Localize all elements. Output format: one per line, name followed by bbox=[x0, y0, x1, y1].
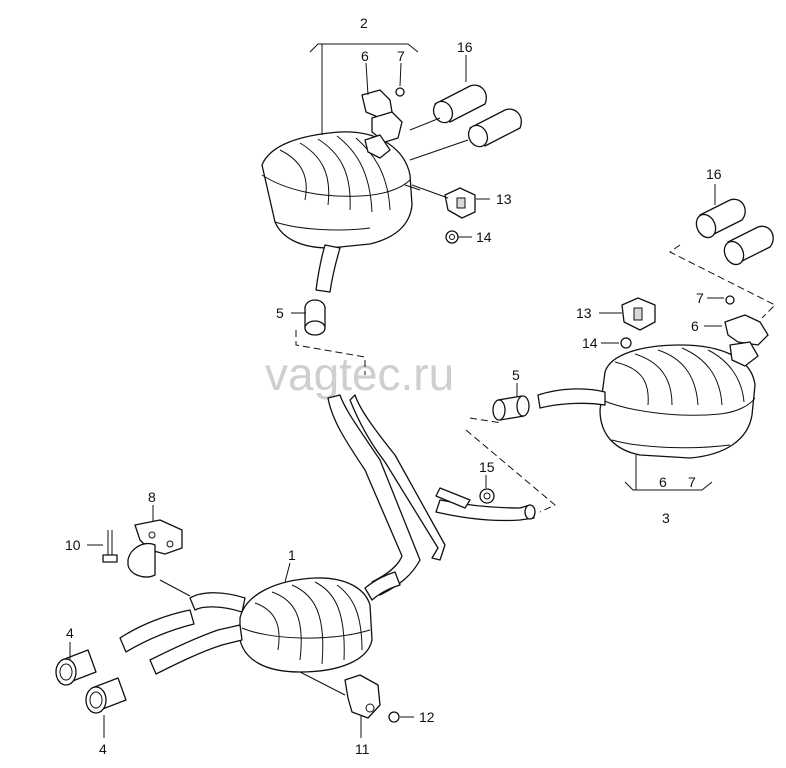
leader-lines bbox=[69, 43, 724, 738]
watermark: vagtec.ru bbox=[265, 348, 454, 400]
callout-16-upper: 16 bbox=[457, 39, 473, 55]
nut-15 bbox=[479, 488, 495, 504]
callout-16-right: 16 bbox=[706, 166, 722, 182]
callout-12: 12 bbox=[419, 709, 435, 725]
callout-14-right: 14 bbox=[582, 335, 598, 351]
clamp-4-upper bbox=[55, 649, 97, 686]
callout-2: 2 bbox=[360, 15, 368, 31]
callout-5-upper: 5 bbox=[276, 305, 284, 321]
callout-14-upper: 14 bbox=[476, 229, 492, 245]
dashed-connectors bbox=[295, 244, 776, 513]
callout-4-upper: 4 bbox=[66, 625, 74, 641]
clamp-4-lower bbox=[85, 677, 127, 714]
nut-upper bbox=[395, 87, 405, 97]
rear-silencer-right bbox=[537, 344, 756, 459]
bracket-8 bbox=[127, 519, 183, 578]
nut-right bbox=[725, 295, 735, 305]
nut-14-upper bbox=[445, 230, 459, 244]
bracket-11 bbox=[344, 674, 381, 719]
rear-silencer-left bbox=[261, 131, 421, 293]
callout-6-upper: 6 bbox=[361, 48, 369, 64]
hanger-bracket-right bbox=[724, 314, 769, 367]
callout-7-right: 7 bbox=[696, 290, 704, 306]
callout-numbers: 2 6 7 16 13 14 5 16 7 13 6 14 5 6 7 3 15… bbox=[65, 15, 722, 757]
callout-7-lower: 7 bbox=[688, 474, 696, 490]
hanger-bracket-upper bbox=[361, 89, 403, 159]
intermediate-pipes bbox=[327, 394, 536, 596]
rubber-mount-upper bbox=[444, 187, 476, 219]
callout-4-lower: 4 bbox=[99, 741, 107, 757]
callout-13-right: 13 bbox=[576, 305, 592, 321]
callout-11: 11 bbox=[355, 741, 370, 757]
clamp-right bbox=[492, 395, 530, 421]
front-pipes bbox=[119, 571, 401, 675]
callout-1: 1 bbox=[288, 547, 296, 563]
callout-7-upper: 7 bbox=[397, 48, 405, 64]
callout-3: 3 bbox=[662, 510, 670, 526]
callout-15: 15 bbox=[479, 459, 495, 475]
callout-8: 8 bbox=[148, 489, 156, 505]
tailpipe-trims-upper bbox=[432, 84, 522, 148]
tailpipe-trims-right bbox=[695, 198, 774, 266]
callout-6-right: 6 bbox=[691, 318, 699, 334]
callout-13-upper: 13 bbox=[496, 191, 512, 207]
callout-10: 10 bbox=[65, 537, 81, 553]
nut-12 bbox=[388, 711, 400, 723]
rubber-mount-right bbox=[621, 297, 656, 331]
callout-6-lower: 6 bbox=[659, 474, 667, 490]
nut-14-right bbox=[620, 337, 632, 349]
clamp-upper bbox=[304, 299, 326, 336]
callout-5-right: 5 bbox=[512, 367, 520, 383]
front-muffler bbox=[239, 577, 373, 673]
bolt-10 bbox=[102, 530, 118, 563]
